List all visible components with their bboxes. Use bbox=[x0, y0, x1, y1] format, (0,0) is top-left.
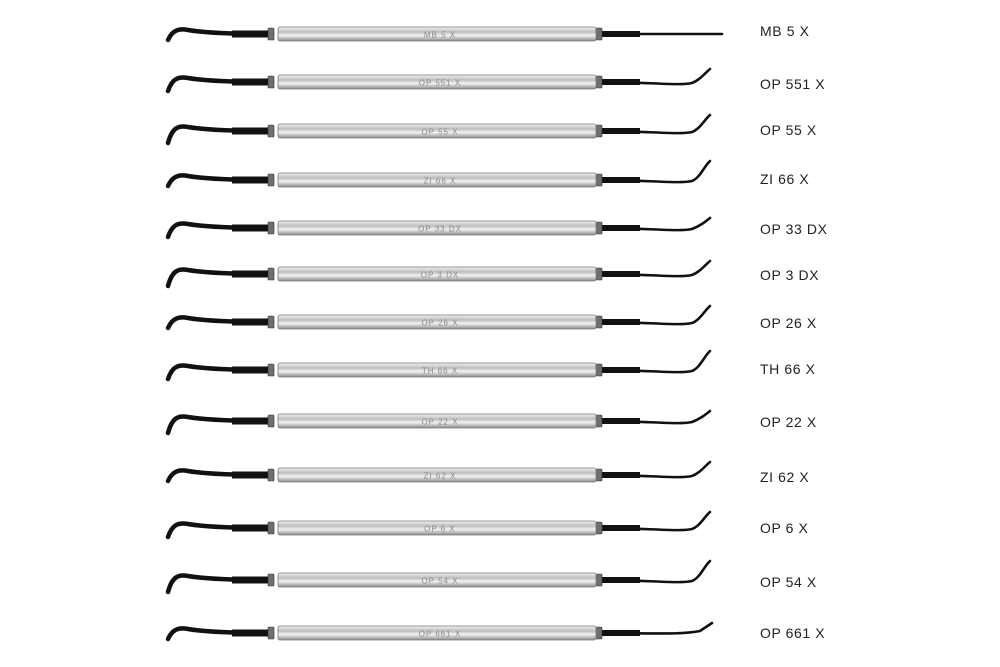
collar-ring bbox=[267, 315, 275, 329]
collar-ring bbox=[267, 626, 275, 640]
instrument: OP 6 X bbox=[165, 510, 712, 540]
handle bbox=[277, 266, 597, 282]
collar-ring bbox=[595, 468, 603, 482]
collar-ring bbox=[595, 363, 603, 377]
handle bbox=[277, 314, 597, 330]
collar-ring bbox=[267, 363, 275, 377]
instrument-label: OP 55 X bbox=[760, 122, 817, 138]
instrument-label: OP 54 X bbox=[760, 574, 817, 590]
handle bbox=[277, 520, 597, 536]
collar-ring bbox=[595, 414, 603, 428]
handle bbox=[277, 123, 597, 139]
collar-ring bbox=[595, 573, 603, 587]
collar-ring bbox=[595, 75, 603, 89]
instrument-label: TH 66 X bbox=[760, 361, 816, 377]
instrument: OP 54 X bbox=[165, 559, 712, 595]
instrument-label: OP 26 X bbox=[760, 315, 817, 331]
instrument: OP 33 DX bbox=[165, 216, 712, 240]
instrument-label: OP 551 X bbox=[760, 76, 826, 92]
collar-ring bbox=[267, 267, 275, 281]
handle-engraving: OP 3 DX bbox=[421, 271, 459, 280]
handle bbox=[277, 467, 597, 483]
collar-ring bbox=[595, 173, 603, 187]
instrument-label: OP 33 DX bbox=[760, 221, 828, 237]
collar-ring bbox=[595, 124, 603, 138]
collar-ring bbox=[595, 626, 603, 640]
instrument: ZI 62 X bbox=[165, 460, 712, 484]
handle-engraving: MB 5 X bbox=[424, 31, 456, 40]
instrument-label: ZI 62 X bbox=[760, 469, 810, 485]
collar-ring bbox=[267, 75, 275, 89]
handle bbox=[277, 172, 597, 188]
instrument: TH 66 X bbox=[165, 349, 712, 382]
handle-engraving: OP 54 X bbox=[421, 577, 458, 586]
handle-engraving: OP 661 X bbox=[419, 630, 462, 639]
handle bbox=[277, 413, 597, 429]
instrument: ZI 66 X bbox=[165, 159, 712, 189]
collar-ring bbox=[595, 315, 603, 329]
instrument: OP 22 X bbox=[165, 409, 712, 436]
collar-ring bbox=[595, 267, 603, 281]
collar-ring bbox=[267, 173, 275, 187]
handle bbox=[277, 362, 597, 378]
collar-ring bbox=[267, 573, 275, 587]
handle-engraving: OP 55 X bbox=[421, 128, 458, 137]
handle bbox=[277, 26, 597, 42]
handle-engraving: OP 22 X bbox=[421, 418, 458, 427]
handle-engraving: TH 66 X bbox=[422, 367, 458, 376]
collar-ring bbox=[595, 221, 603, 235]
instrument-label: OP 22 X bbox=[760, 414, 817, 430]
handle-engraving: ZI 62 X bbox=[424, 472, 457, 481]
handle-engraving: OP 6 X bbox=[424, 525, 456, 534]
instrument: OP 551 X bbox=[165, 67, 712, 94]
handle bbox=[277, 74, 597, 90]
collar-ring bbox=[595, 521, 603, 535]
instrument: OP 55 X bbox=[165, 113, 712, 146]
collar-ring bbox=[267, 27, 275, 41]
instrument: MB 5 X bbox=[165, 26, 724, 43]
collar-ring bbox=[267, 414, 275, 428]
collar-ring bbox=[267, 468, 275, 482]
collar-ring bbox=[267, 124, 275, 138]
instrument-label: OP 3 DX bbox=[760, 267, 820, 283]
handle-engraving: OP 33 DX bbox=[418, 225, 462, 234]
collar-ring bbox=[595, 27, 603, 41]
instrument: OP 26 X bbox=[165, 304, 712, 331]
handle bbox=[277, 572, 597, 588]
instrument: OP 3 DX bbox=[165, 259, 712, 289]
collar-ring bbox=[267, 221, 275, 235]
handle-engraving: OP 26 X bbox=[421, 319, 458, 328]
instrument-label: OP 6 X bbox=[760, 520, 809, 536]
instrument-label: OP 661 X bbox=[760, 625, 826, 641]
handle bbox=[277, 625, 597, 641]
instrument-label: MB 5 X bbox=[760, 23, 810, 39]
collar-ring bbox=[267, 521, 275, 535]
handle-engraving: ZI 66 X bbox=[424, 177, 457, 186]
handle bbox=[277, 220, 597, 236]
handle-engraving: OP 551 X bbox=[419, 79, 462, 88]
instrument: OP 661 X bbox=[165, 621, 714, 642]
instrument-label: ZI 66 X bbox=[760, 171, 810, 187]
